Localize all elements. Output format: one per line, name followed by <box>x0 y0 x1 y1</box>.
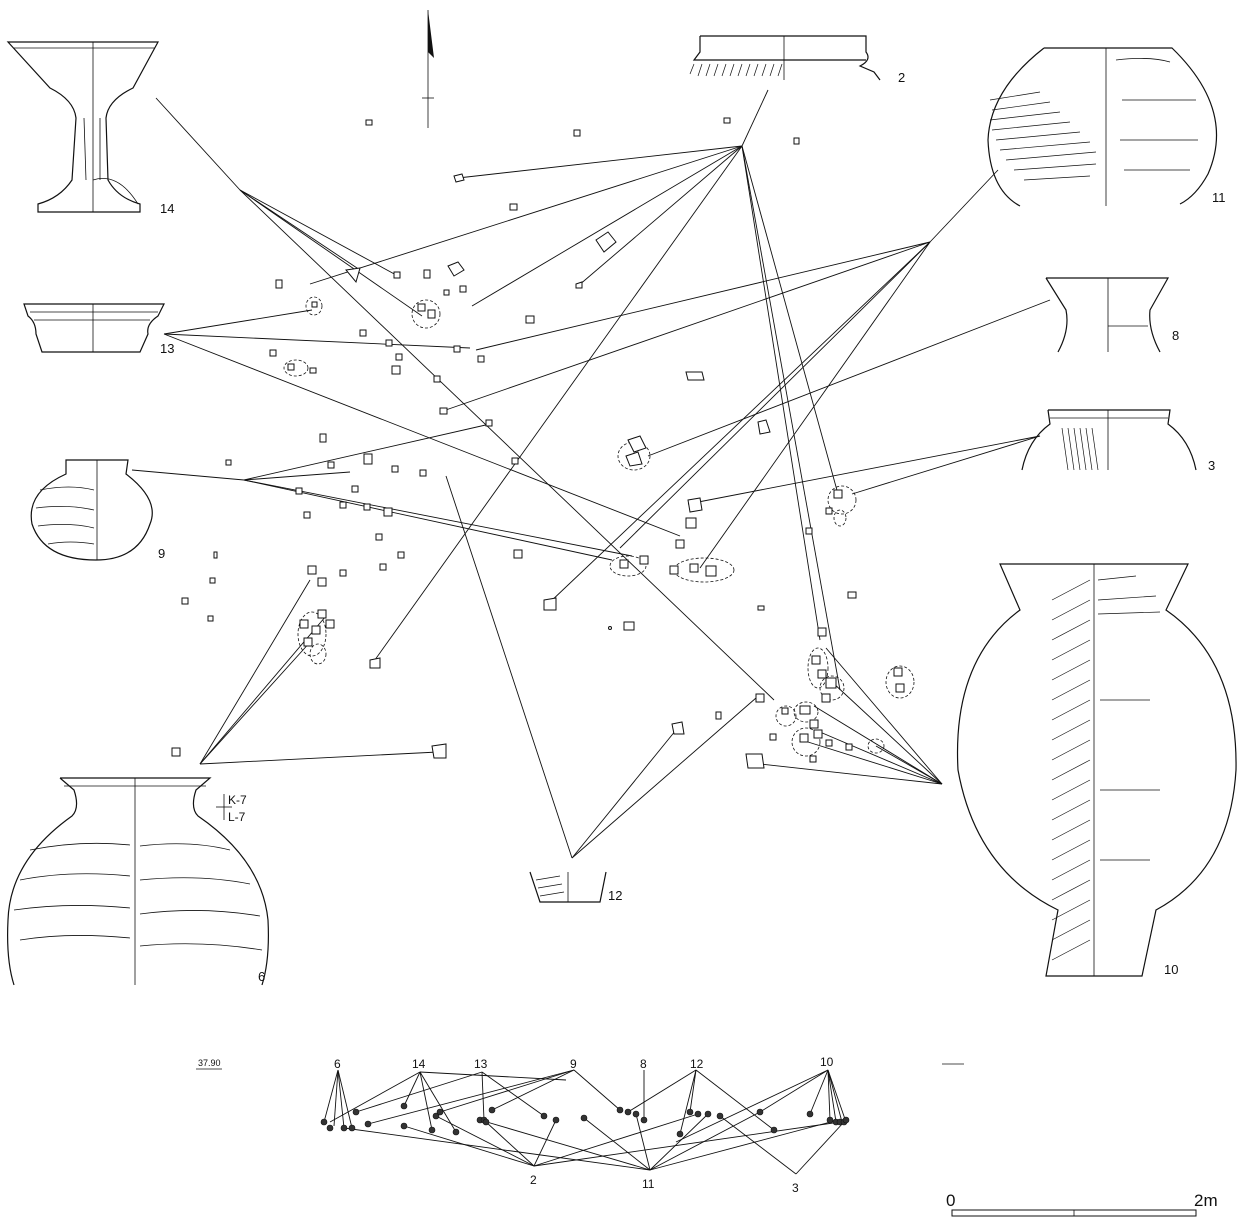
vessel-drawing-3 <box>1021 409 1197 471</box>
section-label-3: 3 <box>792 1181 799 1195</box>
north-arrow <box>422 10 434 128</box>
vessel-label-12: 12 <box>608 888 622 903</box>
grid-label-l7: L-7 <box>228 810 246 824</box>
vessel-label-11: 11 <box>1212 190 1226 205</box>
section-label-8: 8 <box>640 1057 647 1071</box>
vessel-drawing-13 <box>23 303 165 353</box>
elevation-label: 37.90 <box>198 1058 221 1068</box>
vessel-drawing-14 <box>6 41 160 213</box>
vessel-label-9: 9 <box>158 546 165 561</box>
vessel-label-13: 13 <box>160 341 174 356</box>
vessel-label-14: 14 <box>160 201 174 216</box>
vessel-drawing-12 <box>529 871 607 903</box>
section-label-10: 10 <box>820 1055 834 1069</box>
vessel-label-8: 8 <box>1172 328 1179 343</box>
vessel-drawing-9 <box>30 459 153 561</box>
refit-lines <box>131 89 1051 859</box>
grid-reference: K-7 L-7 <box>216 793 247 824</box>
section-label-9: 9 <box>570 1057 577 1071</box>
vessel-drawing-10 <box>956 563 1237 977</box>
scale-label-end: 2m <box>1194 1191 1218 1210</box>
section-label-6: 6 <box>334 1057 341 1071</box>
section-label-11: 11 <box>642 1177 655 1191</box>
vessel-labels: 14 13 9 6 2 11 8 3 10 12 <box>158 70 1226 984</box>
section-label-2: 2 <box>530 1173 537 1187</box>
vessel-drawing-2 <box>689 35 881 81</box>
section-profile: 6 14 13 9 8 12 10 2 11 3 <box>320 1055 850 1195</box>
vessel-drawing-11 <box>987 47 1218 207</box>
vessel-drawing-8 <box>1045 277 1170 353</box>
vessel-label-10: 10 <box>1164 962 1178 977</box>
vessel-label-6: 6 <box>258 969 265 984</box>
grid-label-k7: K-7 <box>228 793 247 807</box>
vessel-label-2: 2 <box>898 70 905 85</box>
vessel-drawing-6 <box>7 777 269 986</box>
scale-label-start: 0 <box>946 1191 955 1210</box>
vessel-label-3: 3 <box>1208 458 1215 473</box>
elevation-reference: 37.90 <box>196 1058 222 1070</box>
section-label-13: 13 <box>474 1057 488 1071</box>
section-label-14: 14 <box>412 1057 426 1071</box>
section-label-12: 12 <box>690 1057 704 1071</box>
sherd-scatter <box>171 117 915 769</box>
scale-bar: 0 2m <box>946 1191 1218 1217</box>
